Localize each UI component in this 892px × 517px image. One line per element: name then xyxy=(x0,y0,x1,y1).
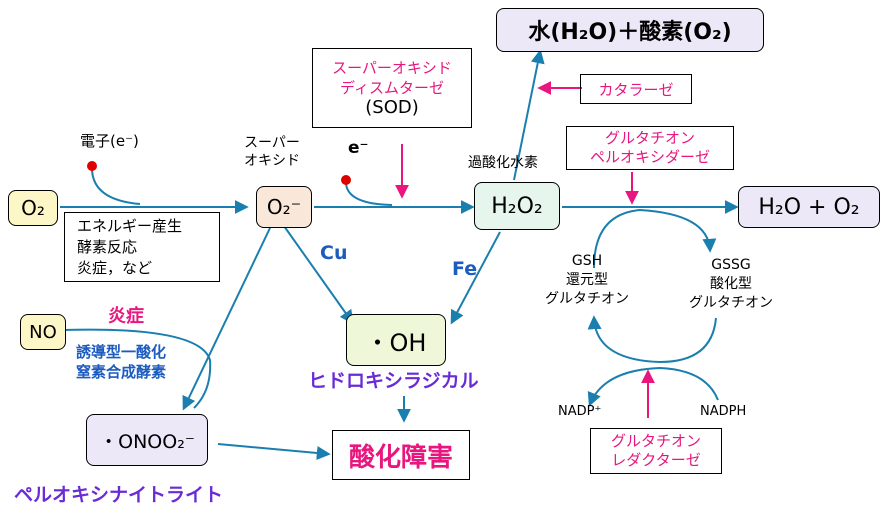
gssg-label: GSSG 酸化型 グルタチオン xyxy=(666,256,796,313)
oxidative-damage-text: 酸化障害 xyxy=(348,442,453,473)
sod-line2: ディスムターゼ xyxy=(340,79,444,97)
sources-line3: 炎症，など xyxy=(77,258,153,277)
gsh-line2: 還元型 xyxy=(566,272,608,288)
oxidative-damage-box: 酸化障害 xyxy=(332,430,470,480)
sod-box: スーパーオキシド ディスムターゼ (SOD) xyxy=(312,48,472,128)
gpx-line1: グルタチオン xyxy=(604,129,695,147)
arrow-superoxide-to-onoo xyxy=(182,227,271,411)
gssg-line2: 酸化型 xyxy=(710,276,752,292)
sod-line1: スーパーオキシド xyxy=(332,59,452,77)
arc-gssg-to-gsh xyxy=(587,315,717,364)
arrow-h2o2-to-water-oxygen xyxy=(513,49,545,181)
gpx-box: グルタチオン ペルオキシダーゼ xyxy=(566,126,734,170)
gsh-line1: GSH xyxy=(571,253,603,269)
onoo-text: ・ONOO₂⁻ xyxy=(99,430,195,453)
gr-line2: レダクターゼ xyxy=(611,451,701,469)
water-oxygen-text: 水(H₂O)＋酸素(O₂) xyxy=(528,20,732,45)
inos-line1: 誘導型一酸化 xyxy=(76,343,167,361)
inos-line2: 窒素合成酵素 xyxy=(76,363,167,381)
onoo-box: ・ONOO₂⁻ xyxy=(86,414,208,466)
h2o-o2-text: H₂O + O₂ xyxy=(758,194,860,220)
gssg-line1: GSSG xyxy=(711,257,751,273)
superoxide-label-1: スーパー xyxy=(244,135,300,151)
cu-label: Cu xyxy=(320,242,348,264)
electron-dot-2 xyxy=(341,175,351,185)
arrow-h2o2-to-oh xyxy=(450,231,501,325)
inos-label: 誘導型一酸化 窒素合成酵素 xyxy=(76,342,166,382)
gsh-line3: グルタチオン xyxy=(545,291,629,307)
o2-box: O₂ xyxy=(8,190,58,226)
electron-label: 電子(e⁻) xyxy=(80,132,139,150)
gsh-label: GSH 還元型 グルタチオン xyxy=(522,252,652,309)
hydroxyl-label: ヒドロキシラジカル xyxy=(308,370,479,392)
electron-dot-1 xyxy=(87,161,97,171)
superoxide-text: O₂⁻ xyxy=(266,195,302,219)
electron-curve-1 xyxy=(91,167,141,205)
nadph-label: NADPH xyxy=(700,404,747,419)
no-box: NO xyxy=(20,314,66,350)
arc-nadph-to-nadp xyxy=(587,366,719,407)
oh-box: ・OH xyxy=(346,314,446,366)
arrow-superoxide-to-oh xyxy=(283,225,354,325)
water-oxygen-box: 水(H₂O)＋酸素(O₂) xyxy=(496,8,764,52)
arc-no-to-onoo xyxy=(61,328,212,409)
h2o2-text: H₂O₂ xyxy=(491,193,543,219)
sources-box: エネルギー産生 酵素反応 炎症，など xyxy=(64,212,220,282)
gr-line1: グルタチオン xyxy=(610,432,701,450)
e-minus-label: e⁻ xyxy=(348,138,369,158)
electron-curve-2 xyxy=(345,181,393,206)
arc-gsh-to-gssg xyxy=(593,208,717,269)
gssg-line3: グルタチオン xyxy=(689,295,773,311)
sources-line1: エネルギー産生 xyxy=(77,216,183,235)
h2o-o2-box: H₂O + O₂ xyxy=(738,186,880,228)
superoxide-label-2: オキシド xyxy=(244,153,300,169)
catalase-box: カタラーゼ xyxy=(580,74,692,104)
inflammation-label: 炎症 xyxy=(108,306,144,327)
sources-line2: 酵素反応 xyxy=(77,237,138,256)
o2-text: O₂ xyxy=(21,196,45,220)
nadp-label: NADP⁺ xyxy=(558,404,602,419)
gr-box: グルタチオン レダクターゼ xyxy=(590,428,722,474)
superoxide-box: O₂⁻ xyxy=(256,186,312,228)
fe-label: Fe xyxy=(452,258,478,280)
no-text: NO xyxy=(29,321,57,343)
catalase-text: カタラーゼ xyxy=(598,80,674,99)
h2o2-box: H₂O₂ xyxy=(474,182,560,230)
oh-text: ・OH xyxy=(365,328,427,357)
gpx-line2: ペルオキシダーゼ xyxy=(589,148,710,166)
peroxynitrite-label: ペルオキシナイトライト xyxy=(14,484,224,506)
superoxide-label: スーパー オキシド xyxy=(244,134,300,170)
h2o2-label: 過酸化水素 xyxy=(468,155,538,171)
sod-line3: (SOD) xyxy=(365,97,419,118)
arrow-onoo-to-damage xyxy=(217,443,331,460)
